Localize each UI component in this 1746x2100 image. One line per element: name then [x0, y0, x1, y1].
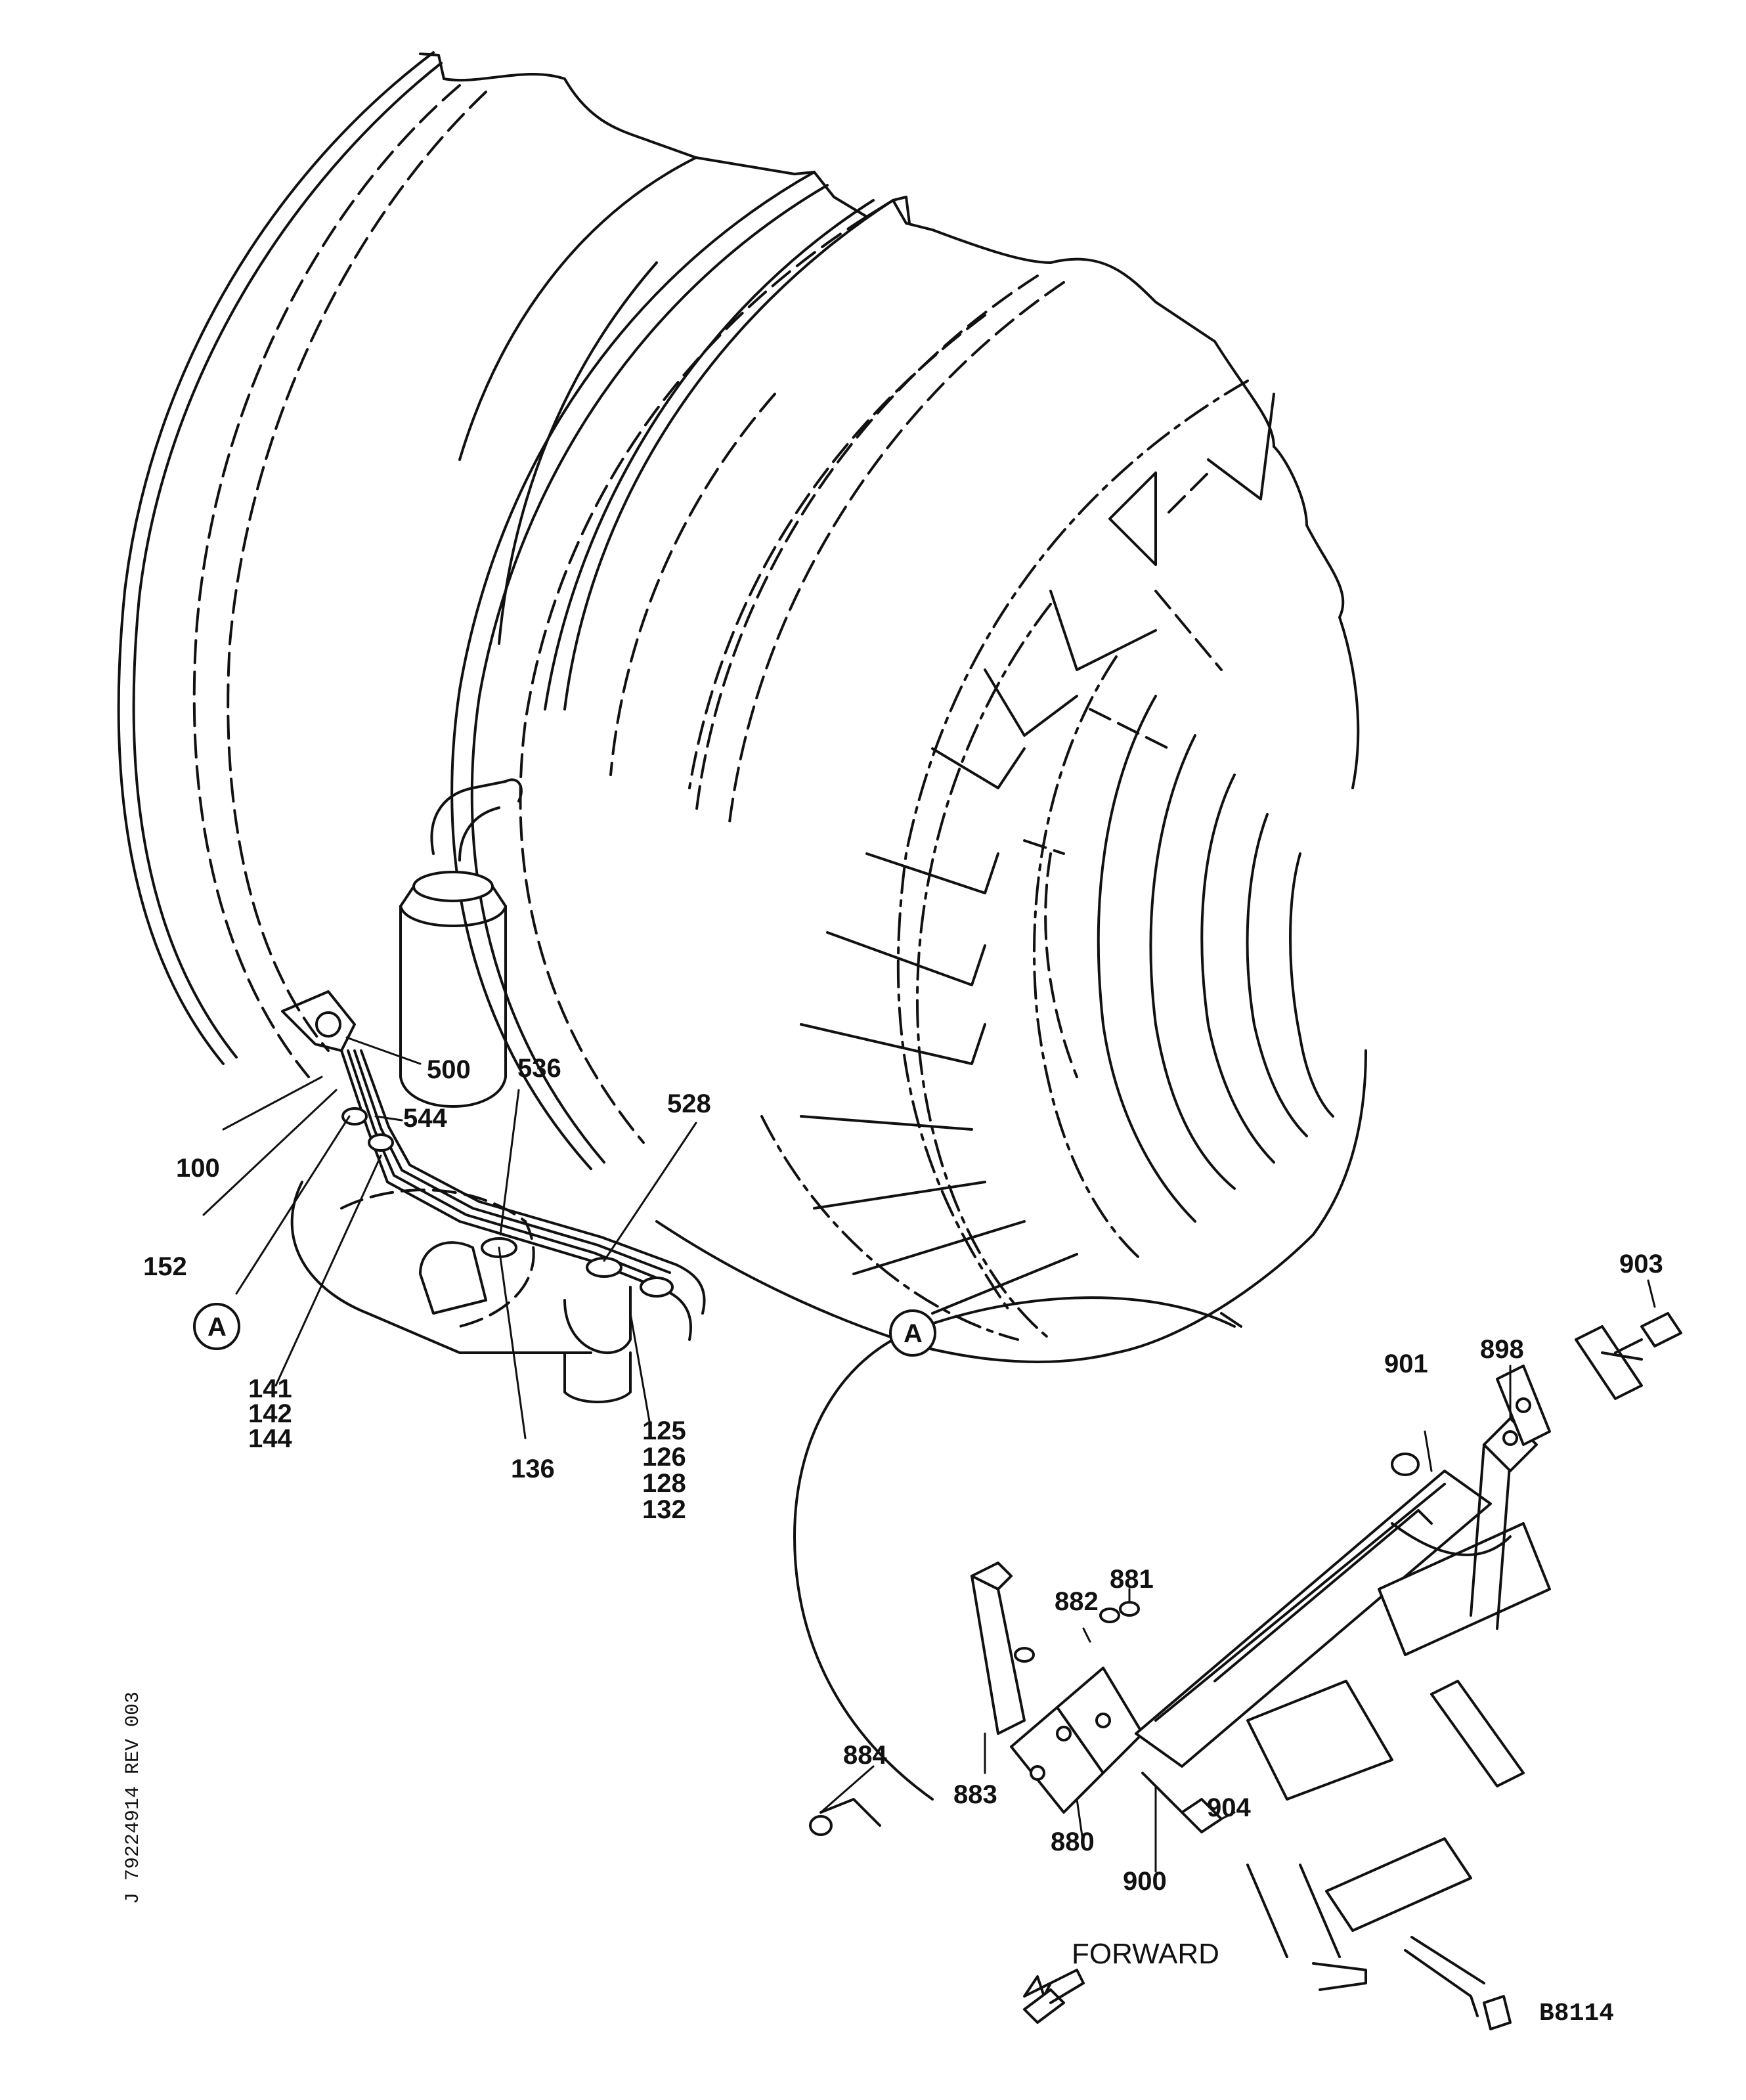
- engine-nacelle: [117, 51, 1367, 1363]
- label-882: 882: [1055, 1587, 1099, 1616]
- label-132: 132: [642, 1495, 686, 1524]
- label-128: 128: [642, 1469, 686, 1498]
- label-880: 880: [1051, 1827, 1095, 1856]
- callout-circle-a-detail: [889, 1309, 936, 1357]
- label-900: 900: [1123, 1867, 1167, 1896]
- label-500: 500: [427, 1055, 471, 1084]
- part-labels: 500 536 544 528 100 152 A 141 142 144 13…: [122, 1054, 1663, 2028]
- callout-a-main: A: [207, 1313, 227, 1342]
- label-125: 125: [642, 1416, 686, 1445]
- label-881: 881: [1110, 1565, 1154, 1594]
- callout-a-detail: A: [904, 1319, 923, 1348]
- label-forward: FORWARD: [1072, 1938, 1219, 1970]
- label-544: 544: [403, 1104, 447, 1133]
- label-883: 883: [953, 1780, 997, 1809]
- detail-view-a: [793, 1279, 1682, 2030]
- label-904: 904: [1207, 1793, 1251, 1822]
- label-528: 528: [667, 1089, 711, 1118]
- label-100: 100: [176, 1154, 220, 1183]
- label-536: 536: [517, 1054, 561, 1083]
- label-144: 144: [248, 1424, 292, 1453]
- label-901: 901: [1384, 1349, 1428, 1378]
- vertical-duct: [399, 778, 523, 1108]
- label-126: 126: [642, 1443, 686, 1472]
- label-136: 136: [511, 1455, 555, 1483]
- label-141: 141: [248, 1374, 292, 1403]
- document-reference: J 79224914 REV 003: [122, 1692, 144, 1904]
- callout-circle-a-main: [193, 1303, 240, 1350]
- label-898: 898: [1480, 1335, 1524, 1364]
- leader-lines: [202, 1036, 697, 1439]
- label-884: 884: [843, 1741, 887, 1770]
- label-152: 152: [143, 1252, 187, 1281]
- fan-inlet: [800, 393, 1334, 1341]
- label-142: 142: [248, 1399, 292, 1428]
- label-b8114: B8114: [1539, 2000, 1614, 2028]
- label-903: 903: [1619, 1250, 1663, 1279]
- harness-tubes: [281, 990, 706, 1403]
